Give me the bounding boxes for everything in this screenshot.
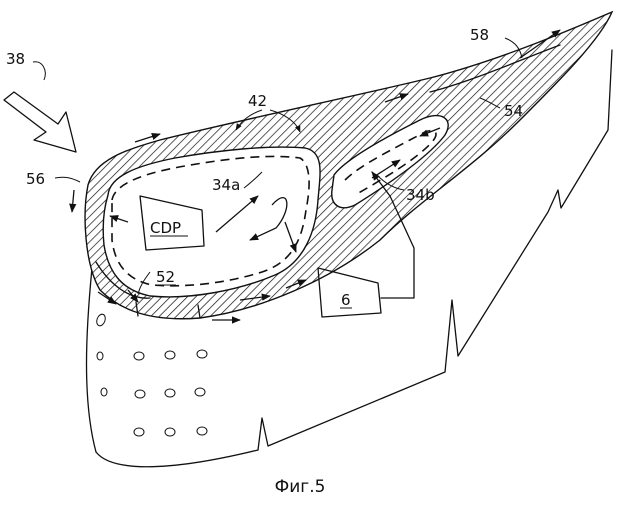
ref-34a: 34a bbox=[212, 176, 240, 194]
ref-52: 52 bbox=[156, 268, 175, 286]
ref-42: 42 bbox=[248, 92, 267, 110]
ref-58: 58 bbox=[470, 26, 489, 44]
film-cooling-holes bbox=[95, 313, 207, 436]
box-6-label: 6 bbox=[341, 291, 351, 309]
ref-34b: 34b bbox=[406, 186, 435, 204]
figure-caption: Фиг.5 bbox=[275, 477, 326, 497]
inflow-arrow-38 bbox=[4, 92, 76, 152]
cdp-label: CDP bbox=[150, 219, 181, 237]
ref-54: 54 bbox=[504, 102, 523, 120]
ref-56: 56 bbox=[26, 170, 45, 188]
ref-38: 38 bbox=[6, 50, 25, 68]
insert-34a bbox=[112, 156, 309, 285]
